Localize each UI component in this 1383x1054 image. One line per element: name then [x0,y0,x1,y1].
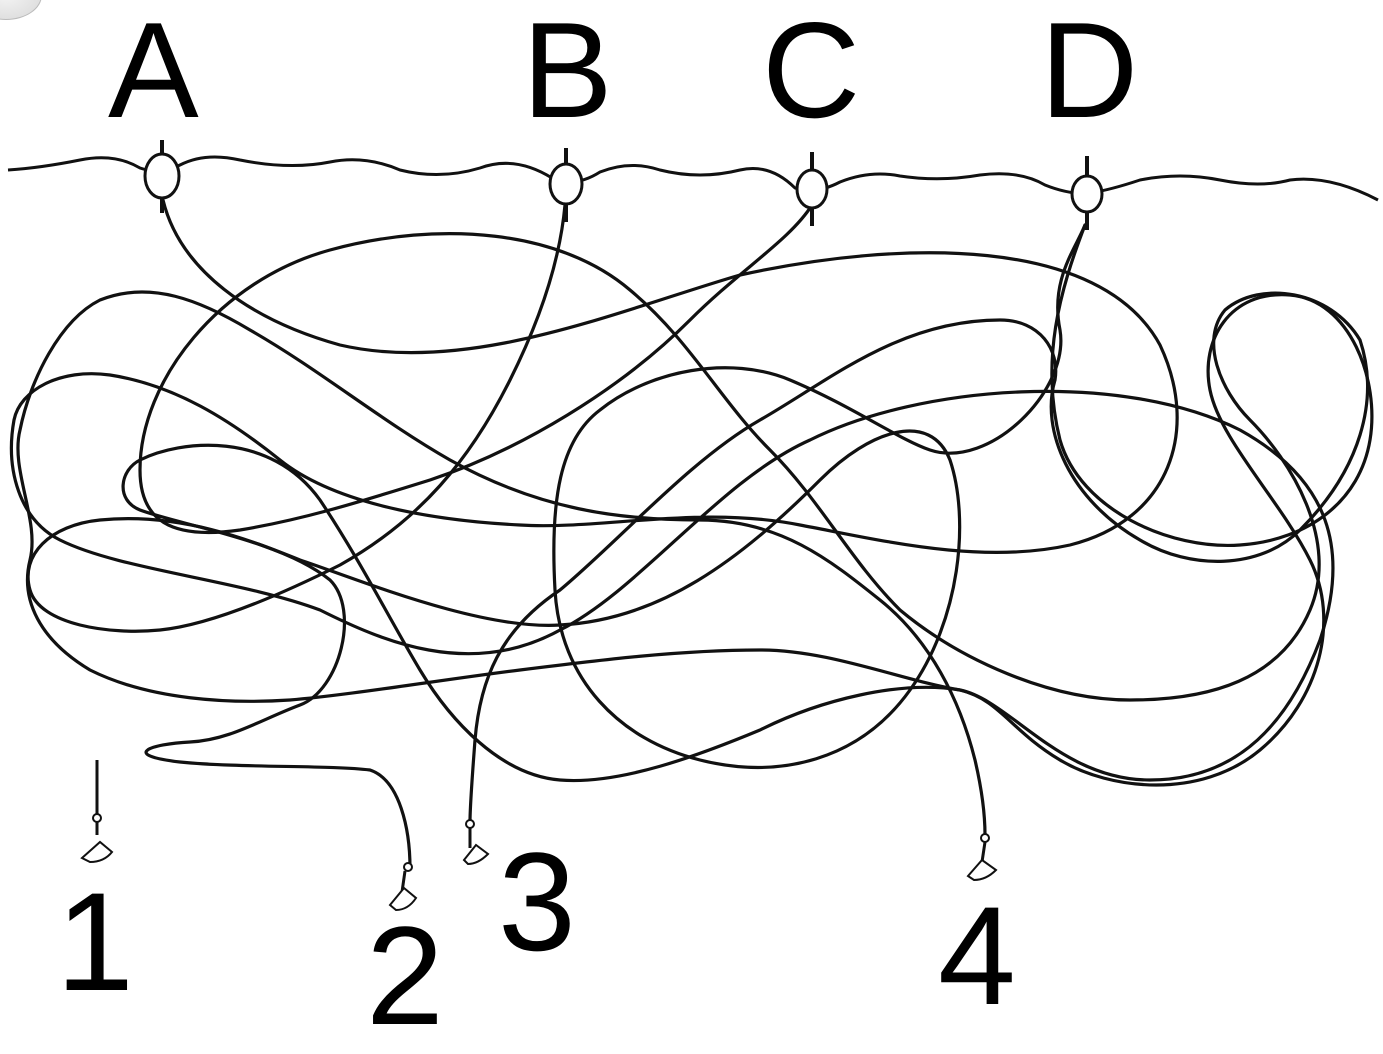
rope-b-to-3 [26,203,1087,769]
anchor-label-4: 4 [938,877,1016,1034]
anchor-label-2: 2 [366,897,444,1054]
rope-c-to-1 [138,203,1370,824]
anchor-3 [462,819,490,866]
anchor-4 [966,833,998,882]
buoy-a [143,140,181,213]
anchor-label-3: 3 [498,823,576,980]
anchor-2 [388,862,418,912]
buoy-label-c: C [762,0,861,146]
rope-a-to-2 [9,198,1335,870]
buoy-label-b: B [522,0,613,146]
buoy-b [548,148,584,222]
buoy-c [795,152,829,226]
buoy-label-d: D [1040,0,1139,146]
buoy-d [1070,156,1104,230]
anchor-label-1: 1 [56,863,134,1020]
anchor-1 [80,760,114,864]
rope-d-to-4 [16,223,1374,837]
buoy-label-a: A [108,0,199,146]
water-surface-line [7,155,1379,202]
